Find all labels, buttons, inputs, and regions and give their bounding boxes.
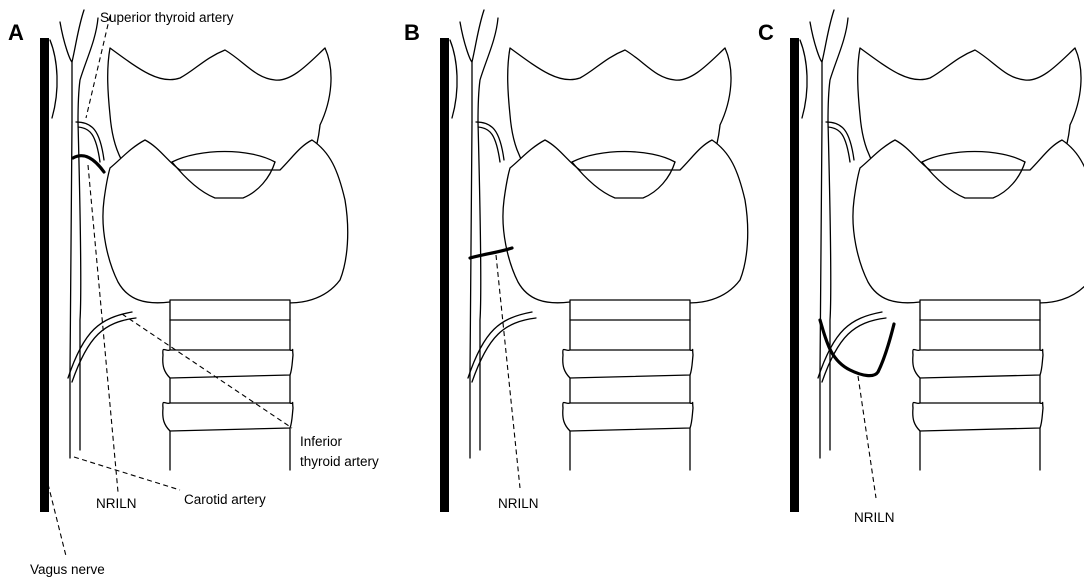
label-vagus-nerve: Vagus nerve <box>30 562 105 577</box>
panel-b-letter: B <box>404 20 420 45</box>
label-superior-thyroid-artery: Superior thyroid artery <box>100 10 234 25</box>
panel-c-letter: C <box>758 20 774 45</box>
panel-c: C NRILN <box>758 10 1084 525</box>
label-nriln-a: NRILN <box>96 496 137 511</box>
panel-b: B NRILN <box>404 10 748 512</box>
label-nriln-c: NRILN <box>854 510 895 525</box>
nriln-b <box>470 248 512 258</box>
nriln-leader-b <box>496 255 520 488</box>
panel-a: A Superior thyroid artery Inferior thyro… <box>8 10 379 577</box>
sta-leader-a <box>86 16 110 118</box>
vagus-leader-a <box>48 484 66 556</box>
label-carotid-artery: Carotid artery <box>184 492 266 507</box>
label-inferior-thyroid-artery-1: Inferior <box>300 434 343 449</box>
nriln-c <box>820 320 894 376</box>
carotid-leader-a <box>74 457 180 490</box>
panel-a-letter: A <box>8 20 24 45</box>
label-nriln-b: NRILN <box>498 496 539 511</box>
label-inferior-thyroid-artery-2: thyroid artery <box>300 454 379 469</box>
nriln-leader-c <box>858 376 876 498</box>
